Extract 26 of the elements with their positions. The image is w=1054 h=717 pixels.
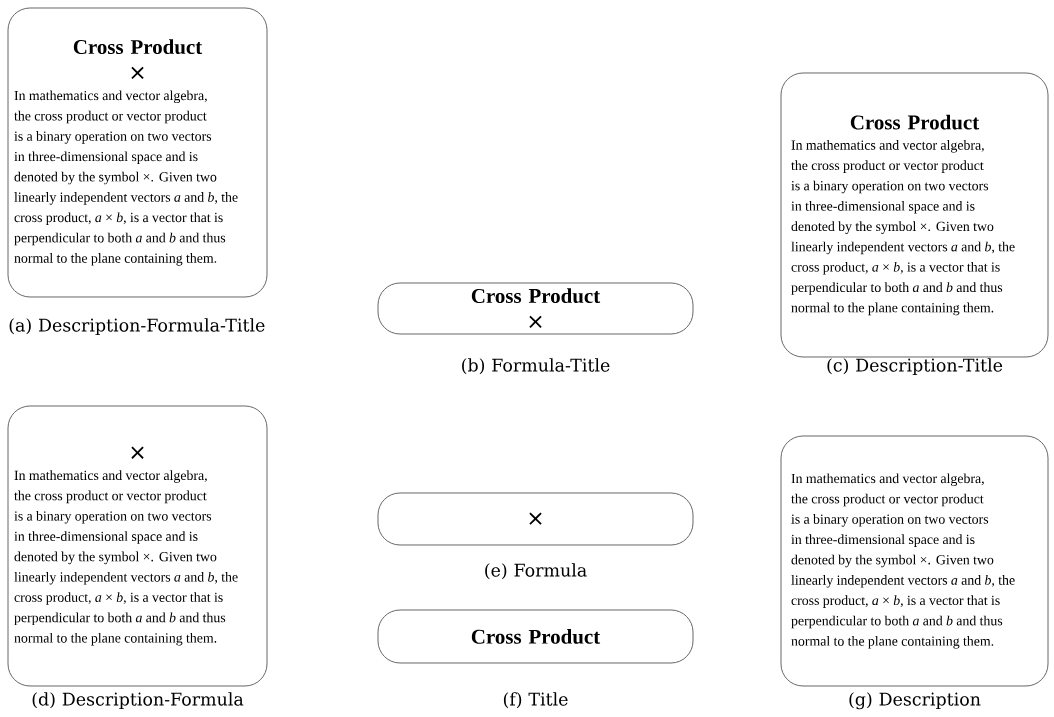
rounded-box bbox=[7, 7, 268, 298]
node-label: (g) Description bbox=[849, 692, 981, 710]
rounded-box bbox=[7, 405, 268, 687]
rounded-box bbox=[780, 435, 1049, 687]
description-text: In mathematics and vector algebra, the cross product or vector product is a binary operation on two vectors in three-dimensional space and is denoted by the symbol ×. Given two linearly independent vectors a and b, the cross product, a × b, is a vector that is perpendicular to both a and b and thus normal to the plane containing them. bbox=[791, 140, 1015, 316]
title-text: Cross Product bbox=[850, 114, 980, 130]
node-label: (f) Title bbox=[503, 692, 568, 709]
rounded-box bbox=[377, 609, 694, 664]
title-text: Cross Product bbox=[73, 39, 203, 55]
description-text: In mathematics and vector algebra, the cross product or vector product is a binary operation on two vectors in three-dimensional space and is denoted by the symbol ×. Given two linearly independent vectors a and b, the cross product, a × b, is a vector that is perpendicular to both a and b and thus normal to the plane containing them. bbox=[14, 90, 238, 266]
rounded-box bbox=[780, 72, 1049, 358]
formula-symbol: × bbox=[131, 66, 144, 80]
node-label: (a) Description-Formula-Title bbox=[9, 318, 265, 336]
node-label: (e) Formula bbox=[485, 563, 587, 580]
formula-symbol: × bbox=[529, 315, 542, 329]
rounded-box bbox=[377, 492, 694, 546]
title-text: Cross Product bbox=[471, 629, 601, 644]
rounded-box bbox=[377, 282, 694, 335]
node-label: (d) Description-Formula bbox=[32, 692, 244, 710]
node-label: (c) Description-Title bbox=[827, 358, 1003, 376]
node-label: (b) Formula-Title bbox=[462, 358, 610, 375]
description-text: In mathematics and vector algebra, the cross product or vector product is a binary operation on two vectors in three-dimensional space and is denoted by the symbol ×. Given two linearly independent vectors a and b, the cross product, a × b, is a vector that is perpendicular to both a and b and thus normal to the plane containing them. bbox=[14, 470, 238, 646]
formula-symbol: × bbox=[529, 512, 542, 525]
formula-symbol: × bbox=[131, 446, 144, 459]
title-text: Cross Product bbox=[471, 288, 601, 304]
description-text: In mathematics and vector algebra, the cross product or vector product is a binary operation on two vectors in three-dimensional space and is denoted by the symbol ×. Given two linearly independent vectors a and b, the cross product, a × b, is a vector that is perpendicular to both a and b and thus normal to the plane containing them. bbox=[791, 473, 1015, 649]
